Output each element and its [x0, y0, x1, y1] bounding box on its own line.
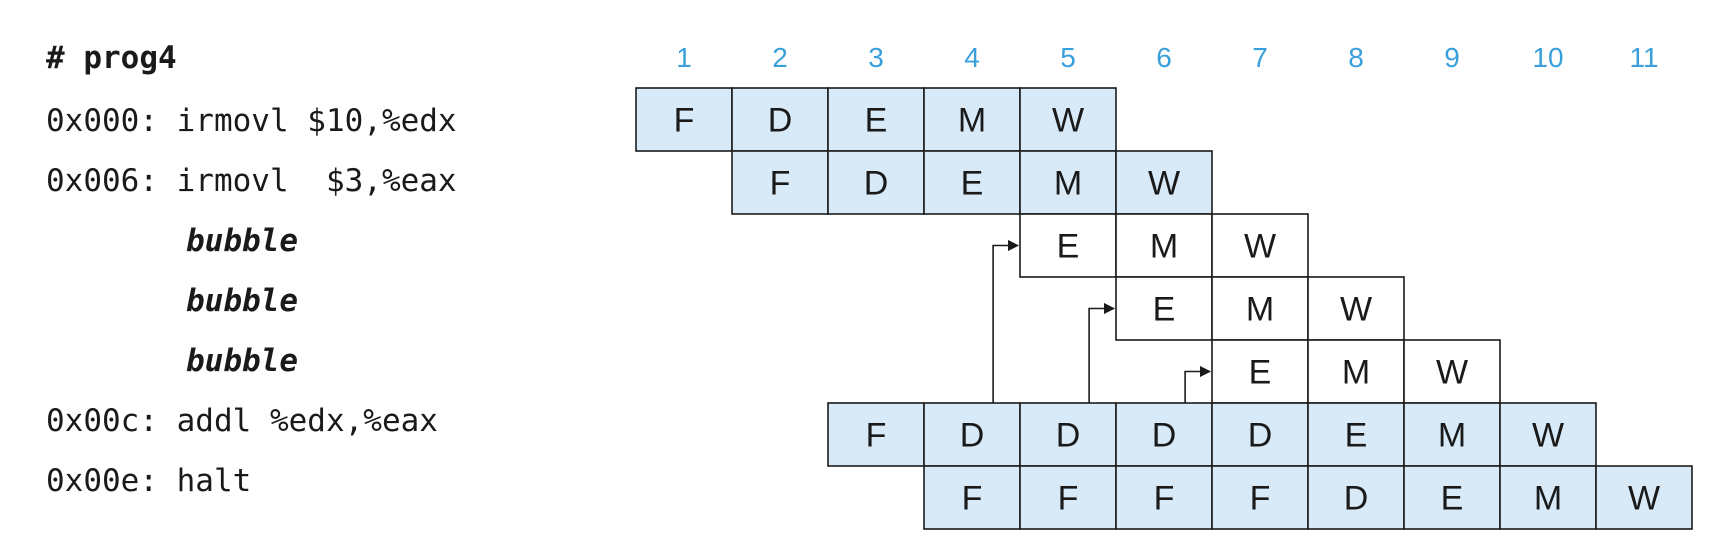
instruction-line: 0x00e: halt	[46, 463, 252, 499]
stage-cell: E	[1307, 402, 1405, 467]
stage-label: M	[1246, 291, 1274, 329]
stage-label: W	[1148, 165, 1180, 203]
stage-cell: M	[923, 87, 1021, 152]
stage-label: F	[1154, 480, 1175, 518]
stage-label: M	[1534, 480, 1562, 518]
stage-label: E	[1153, 291, 1176, 329]
bubble-label: bubble	[186, 223, 298, 259]
stage-label: M	[958, 102, 986, 140]
stage-label: W	[1244, 228, 1276, 266]
stage-cell: F	[635, 87, 733, 152]
stage-label: D	[1344, 480, 1369, 518]
cycle-label: 1	[676, 42, 692, 73]
stage-cell: E	[1403, 465, 1501, 530]
stage-cell: F	[1211, 465, 1309, 530]
stage-cell: M	[1019, 150, 1117, 215]
cycle-label: 3	[868, 42, 884, 73]
cycle-label: 5	[1060, 42, 1076, 73]
stage-cell: W	[1595, 465, 1693, 530]
stage-label: M	[1438, 417, 1466, 455]
stage-cell: W	[1307, 276, 1405, 341]
stage-cell: E	[923, 150, 1021, 215]
stage-label: E	[961, 165, 984, 203]
stage-cell: F	[923, 465, 1021, 530]
cycle-label: 2	[772, 42, 788, 73]
stage-label: W	[1052, 102, 1084, 140]
bubble-arrow	[992, 239, 1020, 403]
cycle-label: 6	[1156, 42, 1172, 73]
stage-label: M	[1342, 354, 1370, 392]
stage-cell: M	[1211, 276, 1309, 341]
stage-cell: D	[923, 402, 1021, 467]
stage-cell: W	[1499, 402, 1597, 467]
cycle-label: 10	[1532, 42, 1564, 73]
instruction-line: 0x00c: addl %edx,%eax	[46, 403, 438, 439]
program-title: # prog4	[46, 40, 177, 76]
stage-cell: E	[1211, 339, 1309, 404]
stage-cell: D	[1211, 402, 1309, 467]
stage-label: F	[866, 417, 887, 455]
stage-cell: D	[827, 150, 925, 215]
cycle-label: 9	[1444, 42, 1460, 73]
stage-label: E	[1249, 354, 1272, 392]
stage-cell: D	[1307, 465, 1405, 530]
stage-label: W	[1436, 354, 1468, 392]
instruction-line: 0x000: irmovl $10,%edx	[46, 103, 457, 139]
stage-label: D	[768, 102, 793, 140]
stage-label: D	[960, 417, 985, 455]
stage-cell: W	[1115, 150, 1213, 215]
stage-cell: M	[1307, 339, 1405, 404]
stage-label: W	[1532, 417, 1564, 455]
stage-label: M	[1054, 165, 1082, 203]
cycle-label: 8	[1348, 42, 1364, 73]
stage-label: F	[962, 480, 983, 518]
stage-label: E	[1441, 480, 1464, 518]
stage-cell: E	[1115, 276, 1213, 341]
stage-cell: F	[1019, 465, 1117, 530]
stage-cell: E	[827, 87, 925, 152]
stage-label: D	[1152, 417, 1177, 455]
stage-cell: E	[1019, 213, 1117, 278]
stage-cell: F	[1115, 465, 1213, 530]
bubble-label: bubble	[186, 343, 298, 379]
stage-cell: D	[731, 87, 829, 152]
stage-label: D	[1056, 417, 1081, 455]
stage-cell: W	[1211, 213, 1309, 278]
stage-label: D	[864, 165, 889, 203]
stage-label: M	[1150, 228, 1178, 266]
stage-label: W	[1340, 291, 1372, 329]
cycle-label: 7	[1252, 42, 1268, 73]
bubble-arrow	[1088, 302, 1116, 403]
stage-label: F	[1058, 480, 1079, 518]
stage-cell: F	[731, 150, 829, 215]
bubble-arrow	[1184, 365, 1212, 403]
cycle-label: 11	[1629, 42, 1659, 73]
stage-label: E	[865, 102, 888, 140]
stage-label: F	[1250, 480, 1271, 518]
stage-cell: M	[1115, 213, 1213, 278]
instruction-line: 0x006: irmovl $3,%eax	[46, 163, 457, 199]
stage-cell: M	[1499, 465, 1597, 530]
stage-label: W	[1628, 480, 1660, 518]
cycle-label: 4	[964, 42, 980, 73]
stage-cell: D	[1115, 402, 1213, 467]
stage-cell: D	[1019, 402, 1117, 467]
stage-label: F	[674, 102, 695, 140]
stage-cell: M	[1403, 402, 1501, 467]
stage-cell: W	[1019, 87, 1117, 152]
stage-label: E	[1057, 228, 1080, 266]
stage-label: E	[1345, 417, 1368, 455]
bubble-label: bubble	[186, 283, 298, 319]
stage-cell: F	[827, 402, 925, 467]
stage-label: F	[770, 165, 791, 203]
stage-label: D	[1248, 417, 1273, 455]
stage-cell: W	[1403, 339, 1501, 404]
